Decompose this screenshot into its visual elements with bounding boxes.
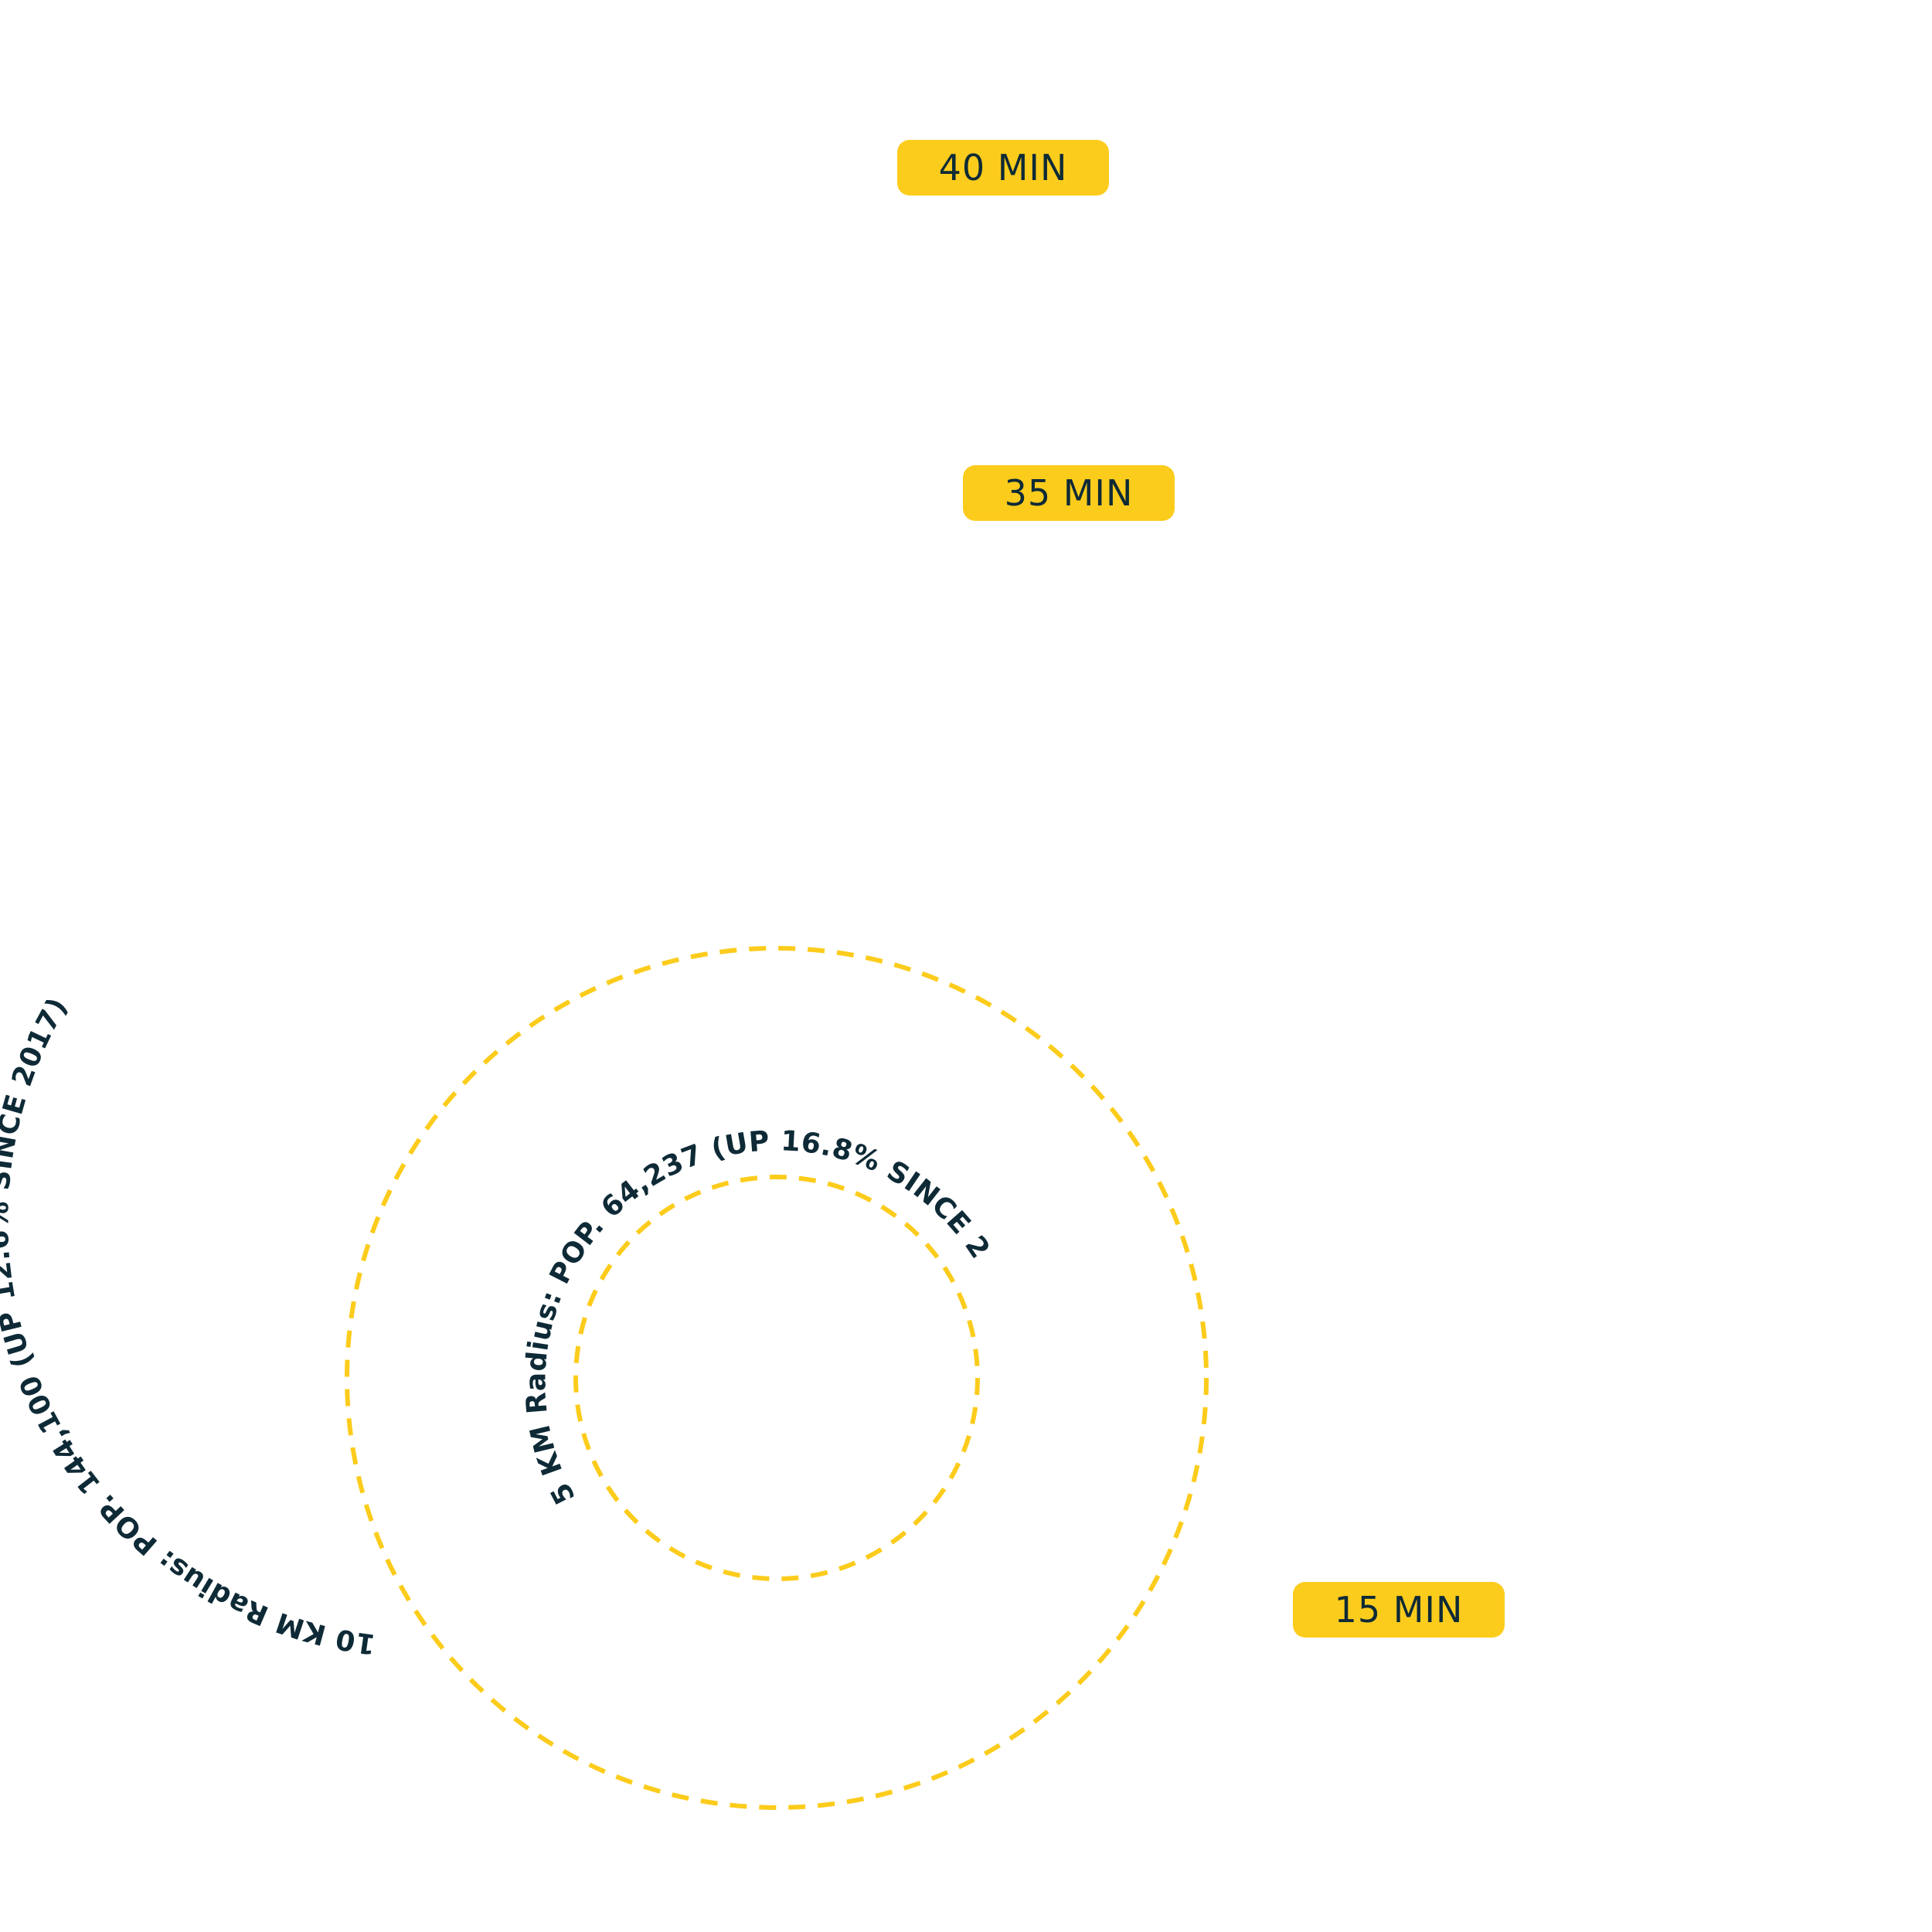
outer-ring-label: 10 KM Radius: POP. 144,100 (UP 12.6% SIN… [0,992,377,1660]
outer-ring-label-path: 10 KM Radius: POP. 144,100 (UP 12.6% SIN… [0,992,377,1660]
time-badge-35-min: 35 MIN [963,465,1175,521]
time-badge-15-min: 15 MIN [1293,1582,1505,1638]
time-badge-label: 15 MIN [1334,1589,1464,1631]
inner-ring-label-path: 5 KM Radius: POP. 64,237 (UP 16.8% SINCE… [0,0,995,1509]
inner-ring-label: 5 KM Radius: POP. 64,237 (UP 16.8% SINCE… [0,0,996,1509]
outer-radius-ring [345,946,1209,1810]
time-badge-40-min: 40 MIN [897,140,1109,196]
inner-radius-ring [573,1175,980,1581]
time-badge-label: 40 MIN [938,147,1068,189]
time-badge-label: 35 MIN [1004,472,1134,514]
